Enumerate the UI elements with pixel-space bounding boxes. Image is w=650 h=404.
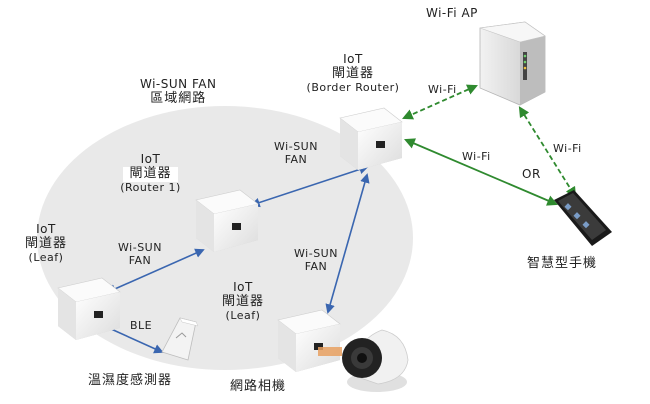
link-label-border-router1-l2: FAN [284,152,308,166]
link-label-border-leafmid: Wi-SUN FAN [290,247,342,273]
link-ap-border [402,84,478,120]
smartphone-label: 智慧型手機 [527,256,598,271]
border-router-label: IoT 閘道器 (Border Router) [298,52,408,94]
router1-line2: 閘道器 [129,165,172,181]
leaf-mid-line2: 閘道器 [221,293,264,309]
link-label-or: OR [522,167,541,181]
router1-line1: IoT [140,152,161,166]
link-label-ble: BLE [130,319,153,332]
link-border-leafmid [325,173,370,314]
fan-area-line2: 區域網路 [150,90,207,106]
link-label-border-phone: Wi-Fi [462,150,491,163]
fan-area-title: Wi-SUN FAN 區域網路 [140,77,217,107]
wifi-ap-device [479,21,546,106]
router1-device [195,189,259,252]
link-label-border-router1-l1: Wi-SUN [274,140,318,153]
router1-label: IoT 閘道器 (Router 1) [93,152,208,194]
border-router-line3: (Border Router) [306,80,400,94]
leaf-mid-line1: IoT [233,280,253,294]
link-label-router1-leafleft: Wi-SUN FAN [114,241,166,267]
sensor-label: 溫濕度感測器 [88,373,173,388]
router1-line3: (Router 1) [120,180,181,194]
link-label-border-leafmid-l2: FAN [304,259,328,273]
fan-area-line1: Wi-SUN FAN [140,77,217,91]
leaf-left-device [57,277,121,340]
leaf-left-label: IoT 閘道器 (Leaf) [16,222,76,264]
wifi-ap-label: Wi-Fi AP [426,6,478,20]
link-label-border-leafmid-l1: Wi-SUN [294,247,338,260]
leaf-mid-device [277,309,341,372]
link-label-border-router1: Wi-SUN FAN [270,140,322,166]
camera-device [318,329,409,392]
camera-label: 網路相機 [230,379,287,394]
link-label-router1-leafleft-l2: FAN [128,253,152,267]
link-label-ap-phone: Wi-Fi [553,142,582,155]
smartphone-device [554,190,612,246]
sensor-device [161,317,199,361]
border-router-line1: IoT [343,52,363,66]
leaf-left-line3: (Leaf) [28,250,64,264]
leaf-mid-label: IoT 閘道器 (Leaf) [210,280,276,322]
leaf-left-line1: IoT [36,222,56,236]
link-label-ap-border: Wi-Fi [428,83,457,96]
leaf-mid-line3: (Leaf) [225,308,261,322]
link-ap-phone [518,106,577,198]
link-label-router1-leafleft-l1: Wi-SUN [118,241,162,254]
leaf-left-line2: 閘道器 [24,235,67,251]
border-router-line2: 閘道器 [331,65,374,81]
link-router1-leafleft [106,248,205,294]
border-router-device [339,107,403,170]
